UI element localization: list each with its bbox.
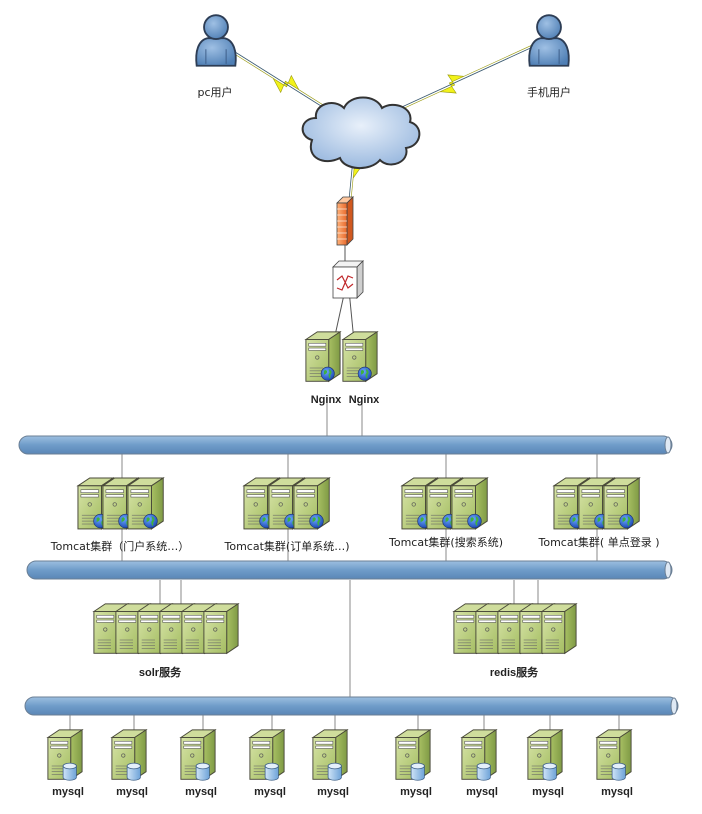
bus-pipe	[18, 435, 673, 455]
redis-service-label: redis服务	[489, 667, 539, 679]
database-icon	[126, 762, 141, 781]
mysql-server-8	[527, 729, 563, 781]
nginx-label-2: Nginx	[348, 394, 380, 406]
tomcat-server-2-3	[293, 477, 330, 530]
switch-arrows	[336, 275, 354, 291]
bus-top	[18, 435, 673, 455]
globe-icon	[143, 513, 158, 529]
globe-icon	[619, 513, 634, 529]
internet-cloud	[301, 96, 421, 169]
mysql-server-3	[180, 729, 216, 781]
user-icon	[195, 14, 237, 67]
nginx-server-2	[342, 331, 378, 382]
server-icon	[541, 603, 577, 654]
mysql-server-6	[395, 729, 431, 781]
user-mobile	[528, 14, 570, 67]
bus-end-cap	[664, 436, 672, 454]
mysql-label-2: mysql	[116, 786, 148, 798]
database-icon	[264, 762, 279, 781]
bus-end-cap	[670, 697, 678, 715]
mobile-user-label: 手机用户	[527, 86, 571, 99]
tomcat-cluster-label-sso: Tomcat集群( 单点登录 )	[538, 536, 660, 549]
redis-server-5	[541, 603, 577, 654]
server-icon	[203, 603, 239, 654]
bus-pipe	[24, 696, 679, 716]
solr-server-6	[203, 603, 239, 654]
database-icon	[611, 762, 626, 781]
database-icon	[195, 762, 210, 781]
user-icon	[528, 14, 570, 67]
tomcat-server-3-3	[451, 477, 488, 530]
nginx-server-1	[305, 331, 341, 382]
database-icon	[410, 762, 425, 781]
globe-icon	[309, 513, 324, 529]
globe-icon	[467, 513, 482, 529]
mysql-label-6: mysql	[400, 786, 432, 798]
network-buses	[18, 435, 679, 716]
mysql-server-4	[249, 729, 285, 781]
mysql-server-2	[111, 729, 147, 781]
solr-service-label: solr服务	[138, 667, 182, 679]
firewall	[336, 196, 354, 246]
mysql-server-1	[47, 729, 83, 781]
database-icon	[476, 762, 491, 781]
database-icon	[327, 762, 342, 781]
pc-user-label: pc用户	[197, 86, 233, 99]
user-pc	[195, 14, 237, 67]
bus-end-cap	[664, 561, 672, 579]
mysql-label-5: mysql	[317, 786, 349, 798]
bus-middle	[26, 560, 673, 580]
network-nodes	[47, 14, 640, 781]
bus-bottom	[24, 696, 679, 716]
mysql-server-5	[312, 729, 348, 781]
mysql-label-7: mysql	[466, 786, 498, 798]
tomcat-cluster-label-search: Tomcat集群(搜索系统)	[389, 536, 503, 549]
globe-icon	[357, 366, 372, 381]
mysql-label-4: mysql	[254, 786, 286, 798]
mysql-label-8: mysql	[532, 786, 564, 798]
mysql-label-3: mysql	[185, 786, 217, 798]
bus-pipe	[26, 560, 673, 580]
switch	[332, 260, 364, 299]
globe-icon	[320, 366, 335, 381]
mysql-label-1: mysql	[52, 786, 84, 798]
tomcat-cluster-label-order: Tomcat集群(订单系统…)	[224, 540, 350, 553]
database-icon	[62, 762, 77, 781]
nginx-label-1: Nginx	[310, 394, 342, 406]
cloud-icon	[301, 96, 421, 169]
mysql-server-9	[596, 729, 632, 781]
tomcat-cluster-label-portal: Tomcat集群（门户系统…）	[50, 540, 190, 553]
mysql-label-9: mysql	[601, 786, 633, 798]
database-icon	[542, 762, 557, 781]
tomcat-server-4-3	[603, 477, 640, 530]
tomcat-server-1-3	[127, 477, 164, 530]
mysql-server-7	[461, 729, 497, 781]
firewall-icon	[336, 202, 348, 246]
